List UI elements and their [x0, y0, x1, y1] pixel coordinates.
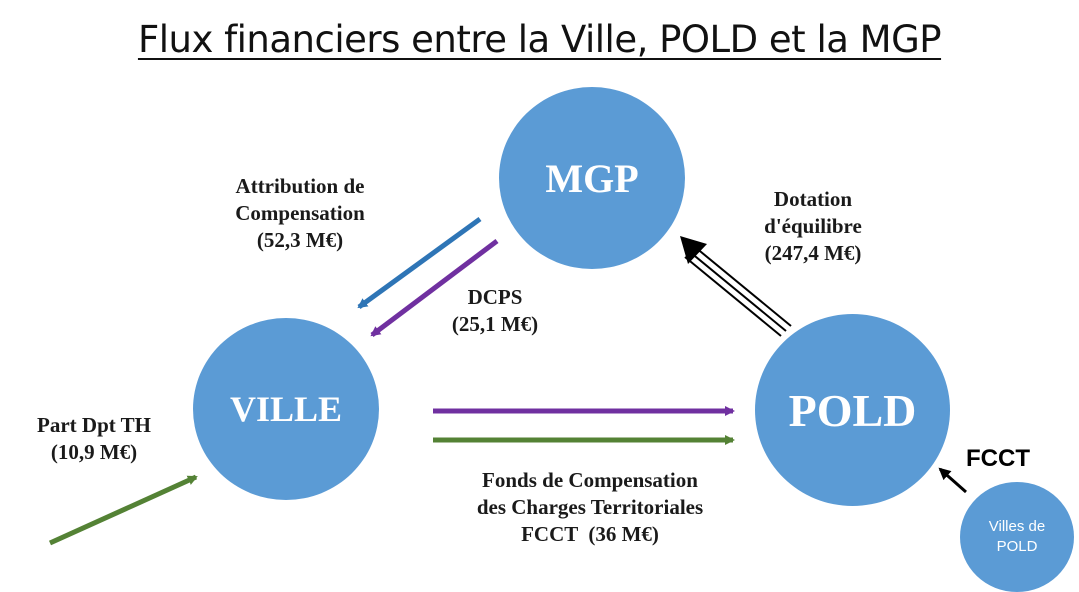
mgp-node: MGP	[499, 87, 685, 269]
fcct-label: FCCT	[966, 445, 1030, 472]
villes-pold-label: Villes de POLD	[988, 518, 1046, 555]
part-dpt-arrow	[48, 474, 198, 546]
villes-pold-node: Villes de POLD	[960, 482, 1074, 592]
dcps-label: DCPS (25,1 M€)	[451, 285, 539, 336]
part-dpt-label: Part Dpt TH (10,9 M€)	[37, 413, 151, 464]
attribution-arrow	[357, 216, 482, 310]
ville-node: VILLE	[193, 318, 379, 500]
attribution-label: Attribution de Compensation (52,3 M€)	[235, 174, 365, 252]
dotation-arrow	[680, 236, 792, 337]
diagram-title: Flux financiers entre la Ville, POLD et …	[137, 18, 942, 61]
dotation-label: Dotation d'équilibre (247,4 M€)	[764, 187, 862, 265]
dcps-arrow	[370, 239, 499, 337]
fonds-label: Fonds de Compensation des Charges Territ…	[476, 468, 704, 546]
ville-node-label: VILLE	[229, 389, 343, 429]
pold-node-label: POLD	[788, 384, 917, 436]
pold-node: POLD	[755, 314, 950, 506]
villes-pold-arrow	[938, 467, 967, 494]
mgp-node-label: MGP	[545, 155, 639, 201]
